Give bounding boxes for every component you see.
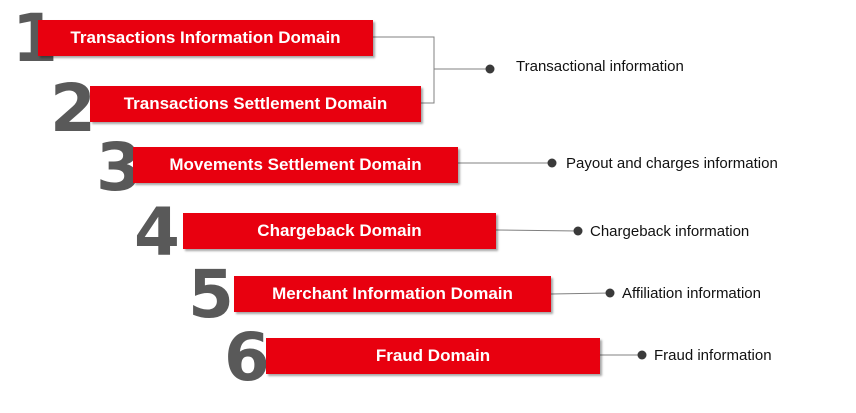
- domain-bar-5: Merchant Information Domain: [234, 276, 551, 312]
- domain-label-3: Movements Settlement Domain: [169, 155, 422, 174]
- output-label-transactional: Transactional information: [516, 58, 684, 75]
- domain-number-2: 2: [50, 70, 96, 147]
- domain-bar-6: Fraud Domain: [266, 338, 600, 374]
- connector-bracket-1-2: [373, 36, 490, 70]
- domain-label-4: Chargeback Domain: [257, 221, 422, 240]
- output-label-chargeback: Chargeback information: [590, 223, 750, 240]
- domain-number-5: 5: [188, 256, 234, 333]
- connector-5: [550, 292, 611, 295]
- connector-dot-4: [605, 288, 615, 298]
- output-label-payout: Payout and charges information: [566, 155, 778, 172]
- domain-label-5: Merchant Information Domain: [272, 284, 513, 303]
- connector-4: [495, 229, 579, 232]
- domain-bar-4: Chargeback Domain: [183, 213, 496, 249]
- connector-bracket-2: [421, 69, 435, 104]
- output-label-affiliation: Affiliation information: [622, 285, 761, 302]
- connector-dot-2: [547, 158, 557, 168]
- domain-label-1: Transactions Information Domain: [70, 28, 341, 47]
- connector-dot-5: [637, 350, 647, 360]
- domain-label-2: Transactions Settlement Domain: [123, 94, 388, 113]
- output-label-fraud: Fraud information: [654, 347, 772, 364]
- connector-dot-3: [573, 226, 583, 236]
- domain-label-6: Fraud Domain: [375, 346, 491, 365]
- connector-dot-1: [485, 64, 495, 74]
- domain-bar-2: Transactions Settlement Domain: [90, 86, 421, 122]
- domain-bar-3: Movements Settlement Domain: [133, 147, 458, 183]
- domain-number-6: 6: [224, 319, 270, 396]
- domain-bar-1: Transactions Information Domain: [38, 20, 373, 56]
- domain-number-4: 4: [134, 194, 180, 271]
